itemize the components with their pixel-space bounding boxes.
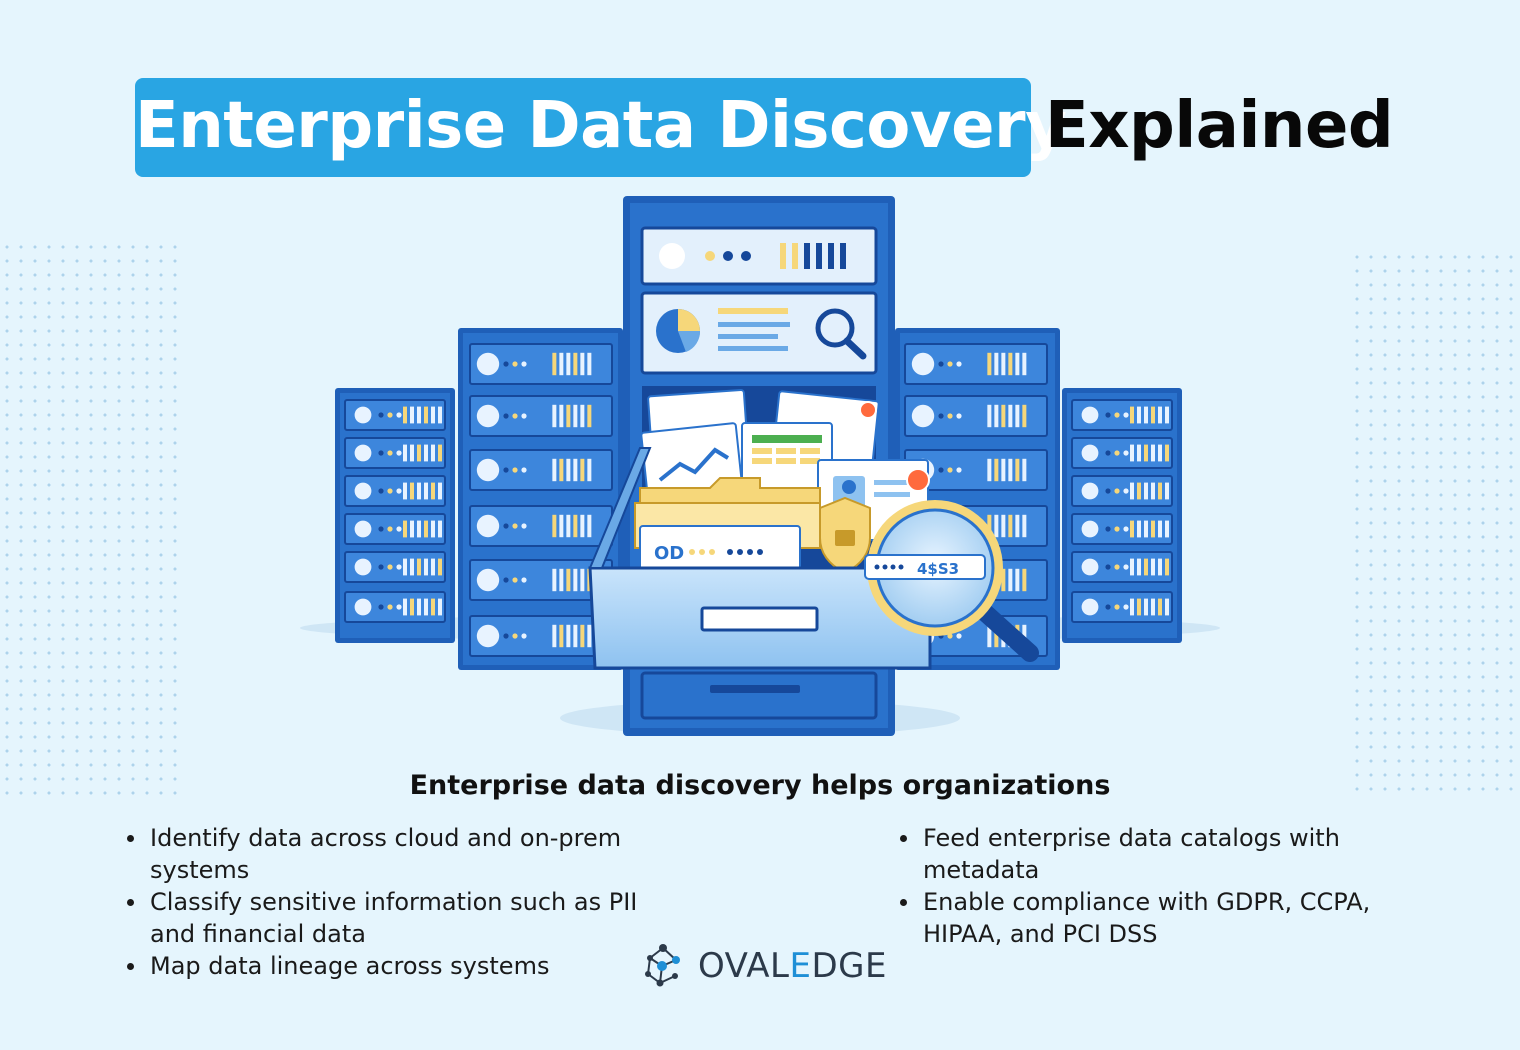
- page-title: Enterprise Data Discovery Explained: [0, 78, 1520, 178]
- list-item: Map data lineage across systems: [125, 950, 645, 982]
- server-unit: [469, 395, 613, 437]
- server-unit: [344, 551, 446, 583]
- magnifier-text: 4$S3: [917, 560, 959, 578]
- decorative-dot-pattern-left: [0, 240, 180, 800]
- server-unit: [469, 615, 613, 657]
- server-unit: [1071, 513, 1173, 545]
- server-unit: [1071, 551, 1173, 583]
- subtitle: Enterprise data discovery helps organiza…: [409, 770, 1111, 801]
- decorative-dot-pattern-right: [1350, 250, 1520, 800]
- server-unit: [904, 343, 1048, 385]
- server-unit: [1071, 399, 1173, 431]
- server-unit: [344, 513, 446, 545]
- server-unit: [344, 399, 446, 431]
- list-item: Enable compliance with GDPR, CCPA, HIPAA…: [898, 886, 1428, 950]
- magnifying-glass-icon: 4$S3: [864, 500, 1039, 662]
- list-item: Classify sensitive information such as P…: [125, 886, 645, 950]
- server-tower-outer-right: [1062, 388, 1182, 643]
- ovaledge-logo: OVALEDGE: [640, 942, 900, 992]
- server-tower-outer-left: [335, 388, 455, 643]
- list-item: Feed enterprise data catalogs with metad…: [898, 822, 1428, 886]
- server-unit: [469, 449, 613, 491]
- server-unit: [904, 395, 1048, 437]
- bullet-list-right: Feed enterprise data catalogs with metad…: [898, 822, 1428, 950]
- lookup-record-text: OD: [654, 543, 684, 564]
- server-unit: [469, 559, 613, 601]
- open-drawer: [588, 447, 932, 670]
- bullet-list-left: Identify data across cloud and on-prem s…: [125, 822, 645, 982]
- server-unit: [1071, 591, 1173, 623]
- server-tower-inner-left: [458, 328, 623, 670]
- server-unit: [344, 437, 446, 469]
- server-unit: [1071, 475, 1173, 507]
- title-highlight: Enterprise Data Discovery: [135, 78, 1067, 177]
- title-rest: Explained: [1045, 89, 1394, 163]
- network-logo-icon: [645, 944, 680, 987]
- server-illustration: OD 4$S3: [300, 196, 1220, 736]
- server-unit: [469, 505, 613, 547]
- server-unit: [344, 591, 446, 623]
- server-unit: [344, 475, 446, 507]
- logo-wordmark: OVALEDGE: [698, 946, 887, 986]
- list-item: Identify data across cloud and on-prem s…: [125, 822, 645, 886]
- server-unit: [1071, 437, 1173, 469]
- server-unit: [469, 343, 613, 385]
